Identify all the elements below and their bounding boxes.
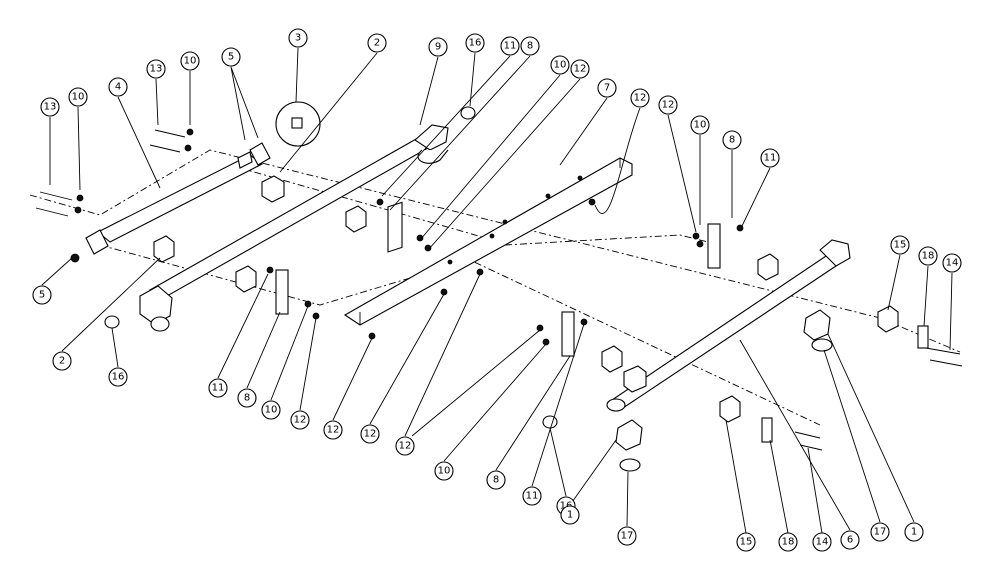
- callout-17-right: 17: [870, 522, 890, 542]
- svg-text:12: 12: [574, 64, 587, 75]
- callout-4: 4: [108, 77, 128, 97]
- callout-12-top: 12: [570, 59, 590, 79]
- svg-text:13: 13: [44, 102, 57, 113]
- callout-13-left: 13: [40, 97, 60, 117]
- callout-12-bottom-a: 12: [290, 410, 310, 430]
- svg-text:15: 15: [740, 537, 753, 548]
- svg-text:1: 1: [567, 510, 573, 521]
- svg-text:18: 18: [922, 251, 935, 262]
- svg-text:1: 1: [911, 527, 917, 538]
- leader-lines: [41, 47, 953, 534]
- svg-text:9: 9: [435, 42, 441, 53]
- callout-11-right: 11: [760, 148, 780, 168]
- svg-text:17: 17: [874, 527, 887, 538]
- plates: [153, 175, 929, 443]
- svg-text:12: 12: [662, 100, 675, 111]
- svg-text:16: 16: [469, 38, 482, 49]
- callout-1-bottom: 1: [560, 505, 580, 525]
- svg-text:12: 12: [327, 425, 340, 436]
- svg-text:10: 10: [184, 56, 197, 67]
- svg-text:14: 14: [946, 258, 959, 269]
- svg-text:10: 10: [554, 60, 567, 71]
- callout-10-left: 10: [68, 87, 88, 107]
- svg-text:4: 4: [115, 82, 121, 93]
- callout-15-bottom: 15: [736, 532, 756, 552]
- callout-12-bottom-b: 12: [323, 420, 343, 440]
- callout-18-bottom: 18: [778, 532, 798, 552]
- callout-11-bottom-left: 11: [208, 378, 228, 398]
- callout-8-top: 8: [520, 36, 540, 56]
- svg-text:6: 6: [847, 535, 853, 546]
- callout-12-bottom-c: 12: [360, 424, 380, 444]
- callout-18-right: 18: [918, 246, 938, 266]
- rear-tube: [606, 239, 851, 412]
- svg-text:17: 17: [621, 531, 634, 542]
- callout-10-bottom-left: 10: [261, 400, 281, 420]
- svg-text:8: 8: [244, 393, 250, 404]
- callout-11-bottom: 11: [522, 486, 542, 506]
- callout-balloons: 13 10 13 10 4 5 3 2 9 16 11 8 10 12 7 12…: [32, 28, 962, 552]
- callout-3: 3: [288, 28, 308, 48]
- hydraulic-cylinder: [85, 142, 271, 255]
- callout-5-top: 5: [221, 47, 241, 67]
- callout-10-left-top: 10: [180, 51, 200, 71]
- callout-8-bottom: 8: [486, 470, 506, 490]
- svg-text:10: 10: [72, 92, 85, 103]
- svg-text:10: 10: [694, 120, 707, 131]
- svg-text:11: 11: [526, 491, 539, 502]
- svg-text:10: 10: [438, 466, 451, 477]
- svg-text:8: 8: [493, 475, 499, 486]
- svg-text:8: 8: [527, 41, 533, 52]
- svg-text:11: 11: [212, 383, 225, 394]
- svg-text:3: 3: [295, 33, 301, 44]
- svg-text:11: 11: [764, 153, 777, 164]
- callout-7: 7: [597, 78, 617, 98]
- callout-8-right: 8: [722, 130, 742, 150]
- callout-1-right: 1: [904, 522, 924, 542]
- svg-text:16: 16: [112, 372, 125, 383]
- svg-text:5: 5: [228, 52, 234, 63]
- callout-17-bottom: 17: [617, 526, 637, 546]
- front-tube: [139, 124, 449, 332]
- svg-text:5: 5: [39, 290, 45, 301]
- callout-14-bottom: 14: [812, 532, 832, 552]
- main-frame: [343, 157, 633, 326]
- svg-text:2: 2: [374, 38, 380, 49]
- callout-13-left-top: 13: [146, 59, 166, 79]
- callout-9: 9: [428, 37, 448, 57]
- svg-text:18: 18: [782, 537, 795, 548]
- callout-16-top: 16: [465, 33, 485, 53]
- callout-2-top: 2: [367, 33, 387, 53]
- svg-text:10: 10: [265, 405, 278, 416]
- svg-text:16: 16: [560, 501, 573, 512]
- callout-10-right: 10: [690, 115, 710, 135]
- callout-8-bottom-left: 8: [237, 388, 257, 408]
- callout-5-left: 5: [32, 285, 52, 305]
- callout-12-bottom-d: 12: [395, 436, 415, 456]
- callout-6: 6: [840, 530, 860, 550]
- svg-text:13: 13: [150, 64, 163, 75]
- callout-15-right: 15: [890, 235, 910, 255]
- svg-text:12: 12: [634, 93, 647, 104]
- callout-10-top: 10: [550, 55, 570, 75]
- callout-14-right: 14: [942, 253, 962, 273]
- svg-text:8: 8: [729, 135, 735, 146]
- callout-12-right: 12: [658, 95, 678, 115]
- svg-text:15: 15: [894, 240, 907, 251]
- callout-16-left: 16: [108, 367, 128, 387]
- svg-text:11: 11: [504, 41, 517, 52]
- svg-text:7: 7: [604, 83, 610, 94]
- svg-text:14: 14: [816, 537, 829, 548]
- hardware: [35, 128, 963, 451]
- svg-text:12: 12: [399, 441, 412, 452]
- callout-2-left: 2: [52, 351, 72, 371]
- callout-10-bottom: 10: [434, 461, 454, 481]
- callout-11-top: 11: [500, 36, 520, 56]
- svg-text:12: 12: [364, 429, 377, 440]
- svg-text:2: 2: [59, 356, 65, 367]
- svg-text:12: 12: [294, 415, 307, 426]
- callout-12-mid: 12: [630, 88, 650, 108]
